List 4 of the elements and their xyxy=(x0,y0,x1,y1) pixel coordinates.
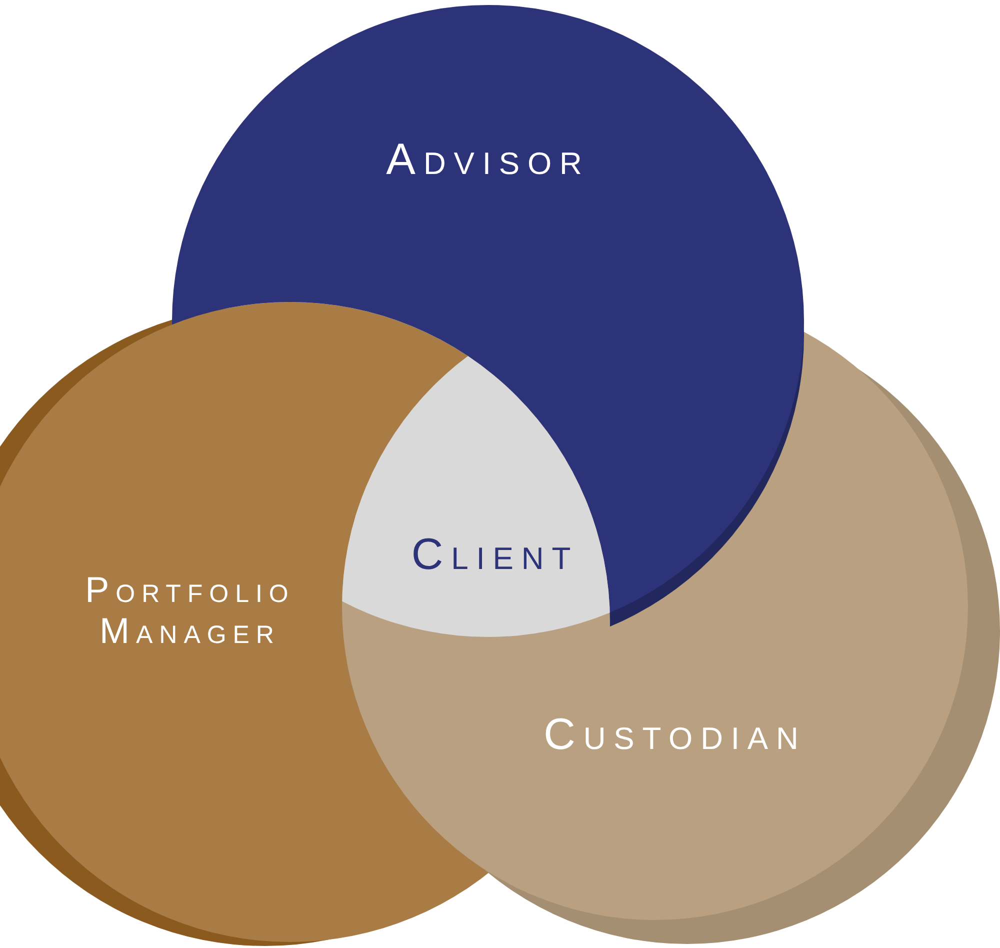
circle-label: Portfolio Manager xyxy=(84,568,296,652)
circle-label: Advisor xyxy=(386,134,590,186)
circle-label: Client xyxy=(411,530,579,580)
circle-label: Custodian xyxy=(544,710,806,760)
